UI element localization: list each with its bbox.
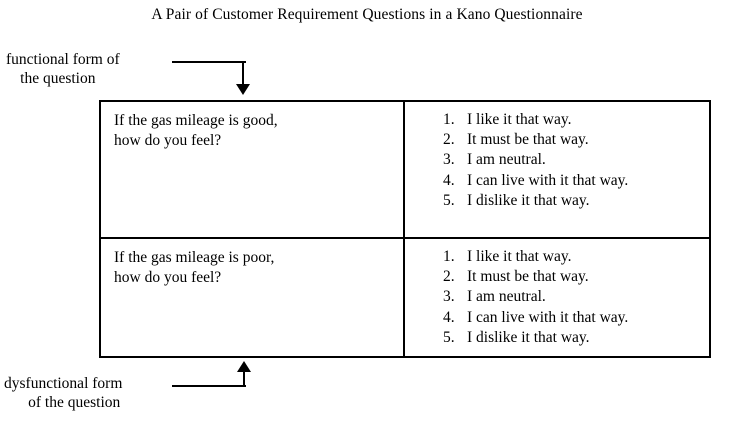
answer-label: I like it that way. xyxy=(467,111,572,128)
answer-options-list: 1. I like it that way. 2. It must be that … xyxy=(405,110,709,211)
question-cell-dysfunctional: If the gas mileage is poor, how do you f… xyxy=(101,238,405,356)
functional-leader-horizontal xyxy=(172,61,246,63)
dysfunctional-form-label-line-1: dysfunctional form xyxy=(4,375,123,392)
answer-label: I am neutral. xyxy=(467,151,546,169)
answer-label: I can live with it that way. xyxy=(467,308,629,326)
list-item[interactable]: 2. It must be that way. xyxy=(443,130,709,150)
question-line-1: If the gas mileage is poor, xyxy=(114,249,275,266)
list-item[interactable]: 4. I can live with it that way. xyxy=(443,308,709,328)
list-item[interactable]: 5. I dislike it that way. xyxy=(443,328,709,348)
question-line-1: If the gas mileage is good, xyxy=(114,112,278,129)
answer-options-list: 1. I like it that way. 2. It must be that … xyxy=(405,247,709,348)
dysfunctional-form-label-line-2: of the question xyxy=(28,394,121,411)
list-item[interactable]: 1. I like it that way. xyxy=(443,247,709,267)
answer-number: 4. xyxy=(443,308,455,326)
question-line-2: how do you feel? xyxy=(114,268,222,286)
list-item[interactable]: 1. I like it that way. xyxy=(443,110,709,130)
answer-label: I dislike it that way. xyxy=(467,328,590,346)
arrow-up-icon xyxy=(237,361,251,372)
list-item[interactable]: 3. I am neutral. xyxy=(443,287,709,307)
answer-number: 3. xyxy=(443,151,455,169)
list-item[interactable]: 5. I dislike it that way. xyxy=(443,191,709,211)
list-item[interactable]: 4. I can live with it that way. xyxy=(443,171,709,191)
answer-label: It must be that way. xyxy=(467,268,589,286)
arrow-down-icon xyxy=(236,84,250,95)
functional-form-label-line-1: functional form of xyxy=(6,51,120,68)
answer-number: 5. xyxy=(443,191,455,209)
answer-label: I can live with it that way. xyxy=(467,171,629,189)
answer-label: I like it that way. xyxy=(467,248,572,265)
answers-cell-dysfunctional: 1. I like it that way. 2. It must be that … xyxy=(404,238,709,356)
answers-cell-functional: 1. I like it that way. 2. It must be that … xyxy=(404,102,709,239)
table-row: If the gas mileage is good, how do you f… xyxy=(101,102,709,239)
functional-form-label-line-2: the question xyxy=(20,70,96,87)
answer-label: I am neutral. xyxy=(467,288,546,306)
answer-number: 3. xyxy=(443,288,455,306)
answer-number: 5. xyxy=(443,328,455,346)
list-item[interactable]: 3. I am neutral. xyxy=(443,150,709,170)
list-item[interactable]: 2. It must be that way. xyxy=(443,267,709,287)
answer-number: 1. xyxy=(443,248,455,265)
question-text: If the gas mileage is poor, how do you f… xyxy=(114,248,403,287)
dysfunctional-leader-vertical xyxy=(243,371,245,387)
answer-number: 1. xyxy=(443,111,455,128)
functional-leader-vertical xyxy=(242,61,244,85)
question-text: If the gas mileage is good, how do you f… xyxy=(114,111,403,150)
table-row: If the gas mileage is poor, how do you f… xyxy=(101,238,709,356)
answer-label: It must be that way. xyxy=(467,131,589,149)
answer-label: I dislike it that way. xyxy=(467,191,590,209)
question-line-2: how do you feel? xyxy=(114,131,222,149)
functional-form-label: functional form of the question xyxy=(6,50,120,88)
question-cell-functional: If the gas mileage is good, how do you f… xyxy=(101,102,405,239)
answer-number: 2. xyxy=(443,268,455,286)
answer-number: 2. xyxy=(443,131,455,149)
dysfunctional-form-label: dysfunctional form of the question xyxy=(4,374,122,412)
kano-questionnaire-table: If the gas mileage is good, how do you f… xyxy=(99,100,711,358)
dysfunctional-leader-horizontal xyxy=(172,385,246,387)
figure-title: A Pair of Customer Requirement Questions… xyxy=(151,6,583,23)
answer-number: 4. xyxy=(443,171,455,189)
